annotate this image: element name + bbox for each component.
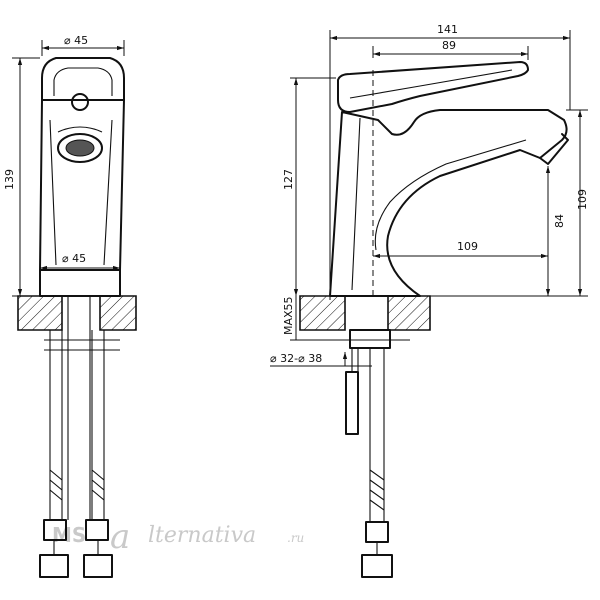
watermark-brand: lternativa bbox=[148, 523, 256, 548]
front-nut-left bbox=[43, 519, 67, 541]
dim-side-body-height: 127 bbox=[282, 169, 295, 190]
dim-side-spout-height: 109 bbox=[576, 189, 589, 210]
front-fitting-right bbox=[83, 554, 113, 578]
side-counter-right bbox=[387, 295, 431, 331]
watermark-at-letter: a bbox=[110, 517, 130, 557]
side-stud bbox=[345, 371, 359, 435]
front-base bbox=[39, 269, 121, 297]
front-handle-inner bbox=[53, 67, 113, 96]
side-mount-nut bbox=[349, 329, 391, 349]
dim-side-outlet-height: 84 bbox=[553, 214, 566, 228]
front-handle-knob bbox=[71, 93, 89, 111]
side-body bbox=[329, 109, 568, 297]
dim-front-height: 139 bbox=[3, 169, 16, 190]
front-nut-right bbox=[85, 519, 109, 541]
front-hose-braid bbox=[49, 469, 105, 501]
side-fitting bbox=[361, 554, 393, 578]
front-body-shade bbox=[49, 119, 113, 266]
front-mount-plate bbox=[44, 339, 120, 351]
watermark-prefix: MS bbox=[52, 523, 86, 547]
front-hose-right bbox=[91, 330, 105, 520]
front-stud bbox=[67, 296, 91, 520]
dim-side-handle-length: 89 bbox=[442, 39, 456, 52]
watermark-domain: .ru bbox=[287, 531, 304, 545]
front-dimensions: ⌀ 45 ⌀ 45 139 bbox=[3, 34, 125, 297]
watermark: MS a lternativa .ru bbox=[52, 517, 304, 557]
side-hose bbox=[369, 348, 385, 522]
side-body-shade bbox=[351, 117, 527, 291]
dim-front-base-width: ⌀ 45 bbox=[62, 252, 86, 265]
front-view bbox=[17, 57, 137, 578]
front-hose-left bbox=[49, 330, 63, 520]
front-aerator bbox=[57, 133, 103, 163]
front-handle bbox=[41, 57, 125, 101]
front-fitting-left bbox=[39, 554, 69, 578]
front-aerator-rim bbox=[57, 126, 103, 133]
side-dimensions: 141 89 127 MAX55 ⌀ 32-⌀ 38 109 84 109 bbox=[270, 23, 589, 367]
dim-mounting-max: MAX55 bbox=[282, 296, 295, 335]
front-aerator-mesh bbox=[65, 139, 95, 157]
side-view bbox=[299, 61, 569, 578]
front-counter-left bbox=[17, 295, 63, 331]
side-counter-left bbox=[299, 295, 346, 331]
dim-side-total-length: 141 bbox=[437, 23, 458, 36]
front-fitting-stem bbox=[53, 540, 99, 555]
side-handle bbox=[337, 61, 529, 113]
side-stud-thread bbox=[351, 348, 359, 372]
side-hose-braid bbox=[369, 469, 385, 511]
side-spout-tip bbox=[539, 133, 569, 165]
front-counter-right bbox=[99, 295, 137, 331]
dim-side-spout-reach: 109 bbox=[457, 240, 478, 253]
dim-mounting-hole: ⌀ 32-⌀ 38 bbox=[270, 352, 322, 365]
side-nut bbox=[365, 521, 389, 543]
dim-front-top-width: ⌀ 45 bbox=[64, 34, 88, 47]
